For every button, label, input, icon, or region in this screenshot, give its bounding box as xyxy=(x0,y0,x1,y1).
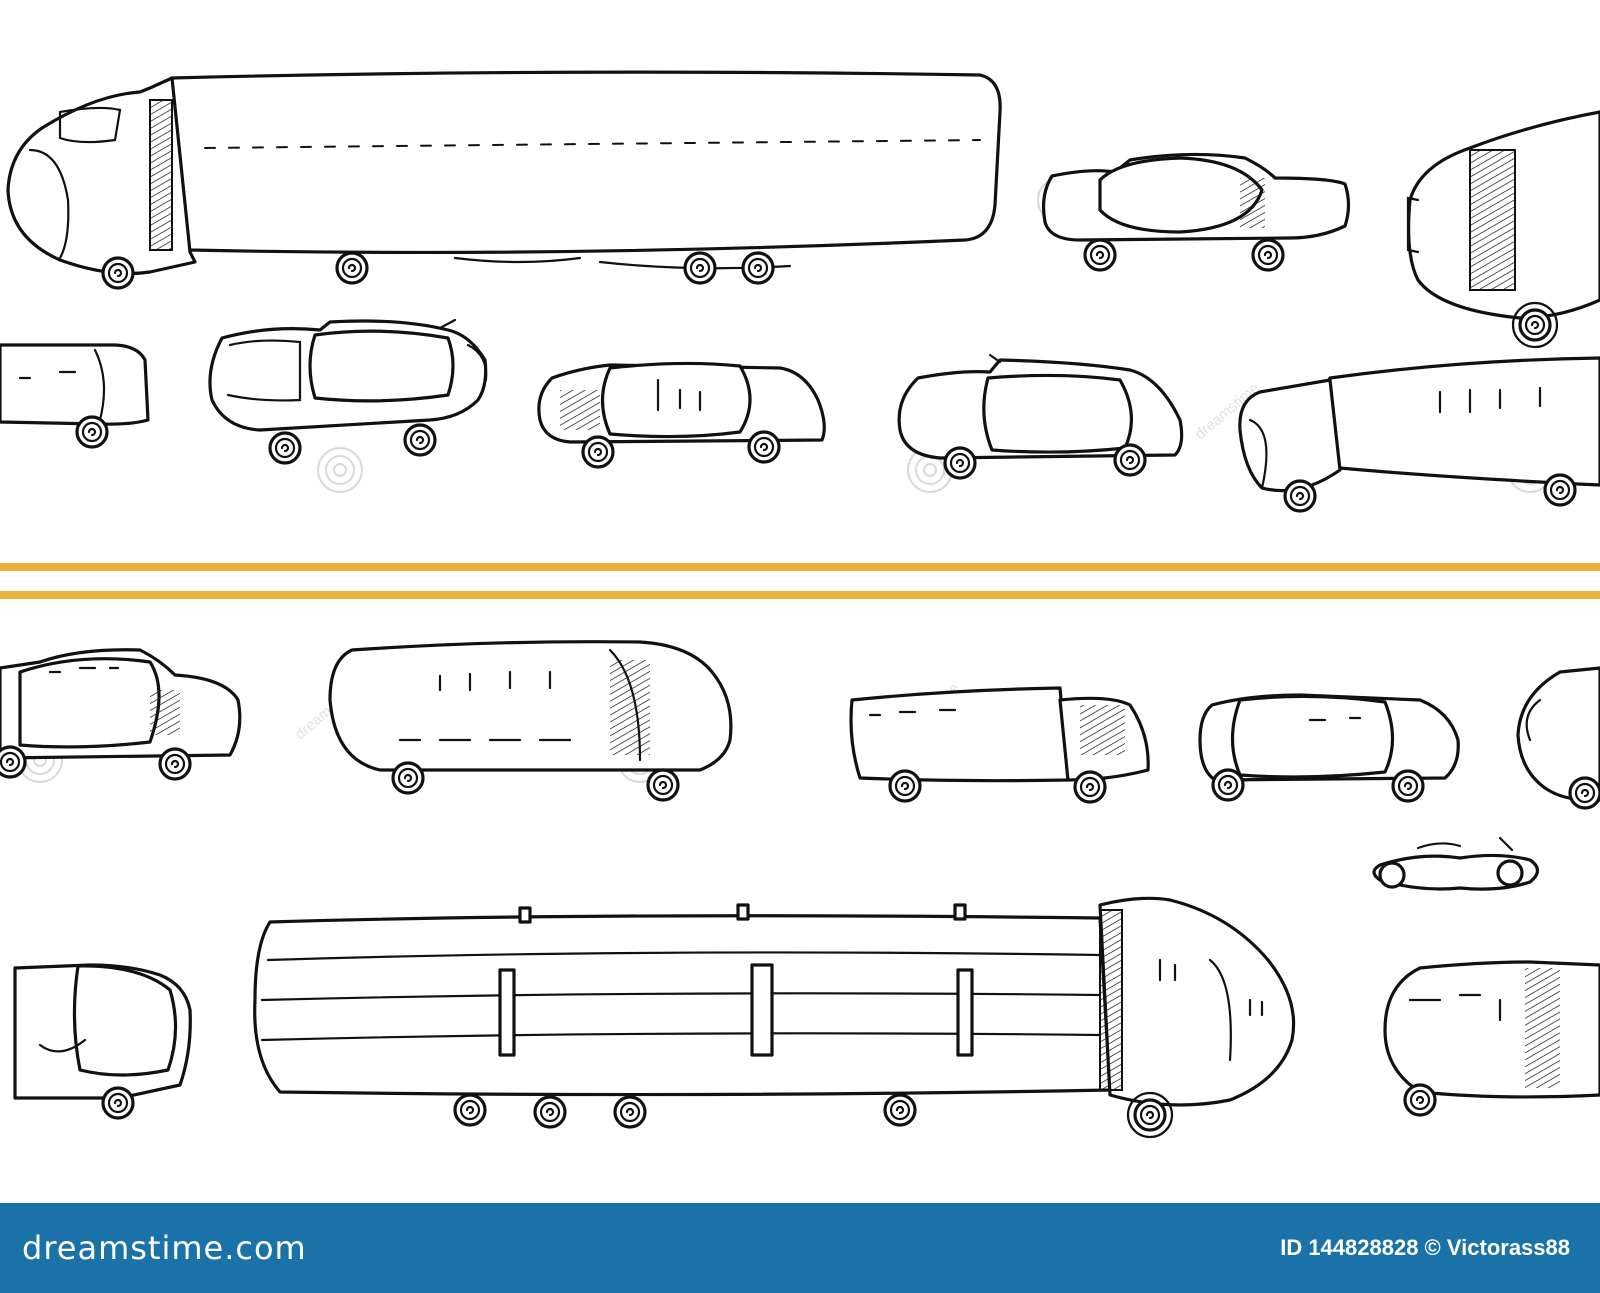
motorcycle xyxy=(1372,836,1540,891)
box-truck xyxy=(849,686,1150,804)
pickup-car xyxy=(208,318,488,465)
box-truck xyxy=(1238,356,1600,513)
car xyxy=(13,963,192,1120)
bus xyxy=(328,640,733,802)
image-credit: ID 144828828 © Victorass88 xyxy=(1280,1235,1570,1260)
footer-bar: dreamstime.com ID 144828828 © Victorass8… xyxy=(0,1203,1600,1293)
road-center-line xyxy=(0,563,1600,599)
sedan xyxy=(1041,152,1351,272)
convertible-car xyxy=(897,353,1184,480)
road-traffic-illustration: dreamstime dreamstime dreamstime dreamst… xyxy=(0,70,1600,1139)
dreamstime-logo: dreamstime.com xyxy=(22,1229,307,1267)
truck xyxy=(1406,110,1600,349)
sedan xyxy=(1198,693,1460,803)
tanker-truck xyxy=(253,896,1296,1139)
car xyxy=(0,648,242,781)
van xyxy=(1516,666,1600,810)
semi-truck xyxy=(6,70,1002,290)
van xyxy=(1383,960,1600,1117)
car xyxy=(0,343,150,449)
sedan xyxy=(537,361,826,469)
